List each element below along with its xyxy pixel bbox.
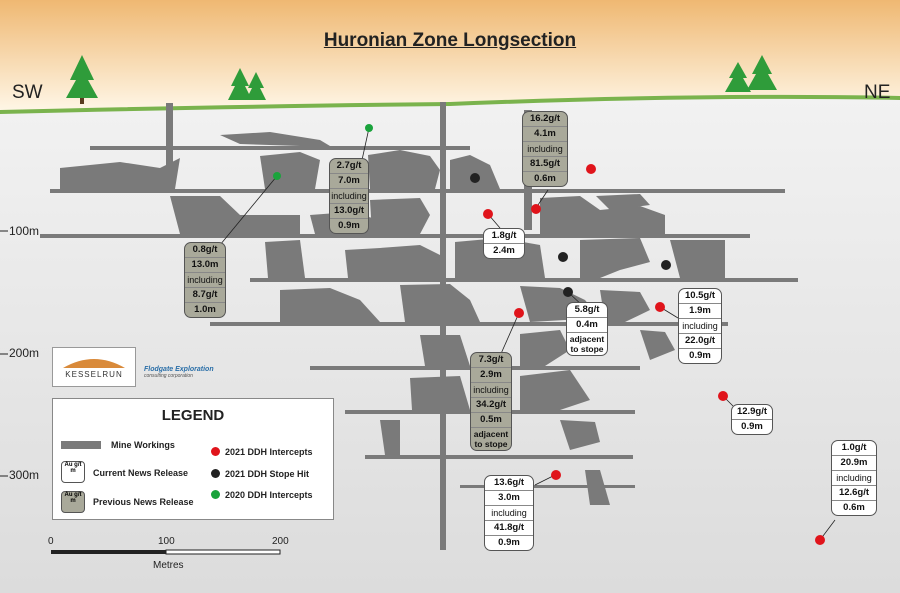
stope-hit-2021 <box>558 252 568 262</box>
depth-label: 100m <box>9 224 40 238</box>
intercept-2021 <box>655 302 665 312</box>
scale-tick-0: 0 <box>48 536 54 547</box>
black-dot-icon <box>211 469 220 478</box>
sky-band <box>0 0 900 112</box>
stope-hit-2021 <box>661 260 671 270</box>
assay-callout: 1.8g/t 2.4m <box>483 228 525 259</box>
scale-bar-graphic <box>51 549 281 555</box>
green-dot-icon <box>211 490 220 499</box>
intercept-2021 <box>815 535 825 545</box>
legend-current-news: Current News Release <box>93 468 189 478</box>
previous-news-swatch: Au g/t m <box>61 491 85 513</box>
intercept-2021 <box>531 204 541 214</box>
tree-icon <box>725 55 777 92</box>
kesselrun-logo: KESSELRUN <box>52 347 136 387</box>
depth-label: 300m <box>9 468 40 482</box>
intercept-2021 <box>483 209 493 219</box>
assay-callout: 1.0g/t 20.9m including 12.6g/t 0.6m <box>831 440 877 516</box>
scale-tick-200: 200 <box>272 536 289 547</box>
assay-callout: 7.3g/t 2.9m including 34.2g/t 0.5m adjac… <box>470 352 512 451</box>
assay-callout: 12.9g/t 0.9m <box>731 404 773 435</box>
stope-hit-2021 <box>470 173 480 183</box>
legend-title: LEGEND <box>161 407 225 424</box>
current-news-swatch: Au g/t m <box>61 461 85 483</box>
assay-callout: 10.5g/t 1.9m including 22.0g/t 0.9m <box>678 288 722 364</box>
legend-box: LEGEND Mine Workings Au g/t m Current Ne… <box>52 398 334 520</box>
legend-stope-2021: 2021 DDH Stope Hit <box>225 469 310 479</box>
assay-callout: 0.8g/t 13.0m including 8.7g/t 1.0m <box>184 242 226 318</box>
scale-tick-100: 100 <box>158 536 175 547</box>
direction-sw: SW <box>12 82 43 103</box>
tree-icon <box>228 68 266 100</box>
direction-ne: NE <box>864 82 891 103</box>
flodgate-logo: Flodgate Exploration consulting corporat… <box>144 366 214 379</box>
page-title: Huronian Zone Longsection <box>323 30 577 51</box>
legend-mine-workings: Mine Workings <box>111 440 175 450</box>
legend-previous-news: Previous News Release <box>93 497 194 507</box>
intercept-2021 <box>718 391 728 401</box>
assay-callout: 2.7g/t 7.0m including 13.0g/t 0.9m <box>329 158 369 234</box>
ground-surface <box>0 94 900 114</box>
tree-icon <box>66 55 98 104</box>
legend-ddh-2020: 2020 DDH Intercepts <box>225 490 313 500</box>
scale-unit: Metres <box>153 560 184 571</box>
assay-callout: 16.2g/t 4.1m including 81.5g/t 0.6m <box>522 111 568 187</box>
assay-callout: 13.6g/t 3.0m including 41.8g/t 0.9m <box>484 475 534 551</box>
intercept-2021 <box>586 164 596 174</box>
assay-callout: 5.8g/t 0.4m adjacent to stope <box>566 302 608 356</box>
intercept-2021 <box>514 308 524 318</box>
mine-workings-swatch <box>61 441 101 449</box>
stope-hit-2021 <box>563 287 573 297</box>
kesselrun-mark-icon <box>63 359 125 368</box>
intercept-2020 <box>273 172 281 180</box>
red-dot-icon <box>211 447 220 456</box>
intercept-2021 <box>551 470 561 480</box>
depth-label: 200m <box>9 346 40 360</box>
legend-ddh-2021: 2021 DDH Intercepts <box>225 447 313 457</box>
intercept-2020 <box>365 124 373 132</box>
